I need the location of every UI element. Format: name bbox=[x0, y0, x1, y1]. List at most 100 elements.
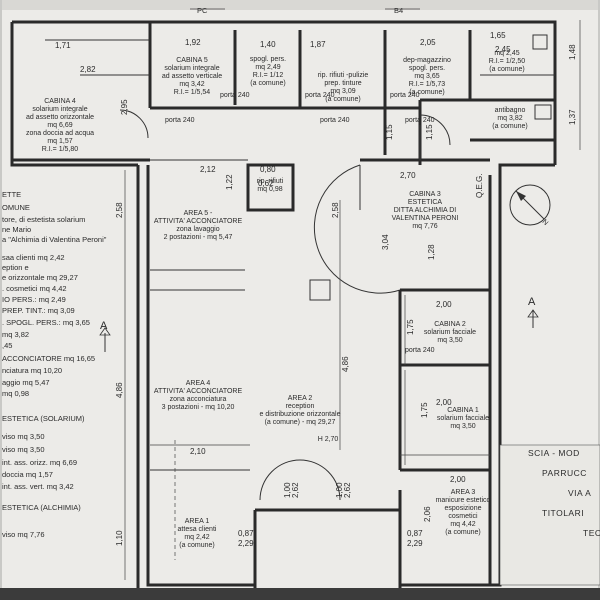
room-area3-line: mq 4,42 bbox=[450, 521, 475, 528]
room-area4: AREA 4 ATTIVITA' ACCONCIATORE zona accon… bbox=[154, 380, 243, 411]
room-wc-line: mq 2,45 bbox=[494, 50, 519, 57]
dimension-label: 1,00 bbox=[335, 482, 344, 498]
dimension-label: 1,65 bbox=[490, 31, 506, 40]
title-line: PARRUCC bbox=[542, 468, 587, 478]
section-mark-left-label: A bbox=[100, 320, 108, 332]
room-cabina1-line: CABINA 1 bbox=[447, 407, 479, 414]
dimension-label: 2,95 bbox=[120, 99, 129, 115]
legend-list: ETTE OMUNE tore, di estetista solarium n… bbox=[2, 190, 107, 539]
dimension-label: 2,62 bbox=[291, 482, 300, 498]
dimension-label: 2,29 bbox=[238, 539, 254, 548]
legend-line: . SPOGL. PERS.: mq 3,65 bbox=[2, 318, 90, 327]
dimension-label: 0,87 bbox=[407, 529, 423, 538]
room-riprifiuti-line: rip. rifiuti bbox=[257, 178, 284, 185]
room-area3-line: AREA 3 bbox=[451, 489, 476, 496]
room-rip: rip. rifiuti -pulizie prep. tinture mq 3… bbox=[318, 72, 369, 103]
dimension-label: 2,70 bbox=[400, 171, 416, 180]
door-tag: porta 240 bbox=[405, 117, 435, 124]
legend-line: saa clienti mq 2,42 bbox=[2, 253, 65, 262]
dimension-labels: 1,71 2,82 1,92 1,40 1,87 2,05 1,65 2,45 … bbox=[55, 31, 577, 548]
room-area5-line: zona lavaggio bbox=[176, 226, 219, 233]
legend-line: viso mq 3,50 bbox=[2, 432, 45, 441]
room-riprifiuti-line: mq 0,98 bbox=[257, 186, 282, 193]
room-area4-line: ATTIVITA' ACCONCIATORE bbox=[154, 388, 243, 395]
room-cabina3-line: CABINA 3 bbox=[409, 191, 441, 198]
room-dep-line: (a comune) bbox=[409, 89, 444, 96]
room-cabina5-line: ad assetto verticale bbox=[162, 73, 222, 80]
dimension-label: 1,48 bbox=[568, 44, 577, 60]
dimension-label: 2,00 bbox=[436, 398, 452, 407]
dimension-label: 2,10 bbox=[190, 447, 206, 456]
legend-line: mq 3,82 bbox=[2, 330, 29, 339]
room-area1-line: attesa clienti bbox=[178, 526, 217, 533]
room-cabina3-line: mq 7,76 bbox=[412, 223, 437, 230]
dimension-label: 1,10 bbox=[115, 530, 124, 546]
room-area2-line: e distribuzione orizzontale bbox=[260, 411, 341, 418]
dimension-label: 2,29 bbox=[407, 539, 423, 548]
top-label-right: B4 bbox=[394, 6, 403, 15]
room-antibagno-line: (a comune) bbox=[492, 123, 527, 130]
dimension-label: Q.E.G. bbox=[475, 174, 484, 198]
rip-rifiuti-box bbox=[246, 163, 295, 212]
wc-fixture bbox=[532, 34, 548, 50]
legend-line: tore, di estetista solarium bbox=[2, 215, 85, 224]
room-antibagno: antibagno mq 3,82 (a comune) bbox=[492, 107, 527, 130]
dimension-label: 2,06 bbox=[423, 506, 432, 522]
legend-line: int. ass. vert. mq 3,42 bbox=[2, 482, 74, 491]
room-cabina5: CABINA 5 solarium integrale ad assetto v… bbox=[162, 57, 222, 96]
room-area5-line: ATTIVITA' ACCONCIATORE bbox=[154, 218, 243, 225]
room-area1-line: AREA 1 bbox=[185, 518, 210, 525]
dimension-label: 0,87 bbox=[238, 529, 254, 538]
room-antibagno-line: mq 3,82 bbox=[497, 115, 522, 122]
middle-walls bbox=[150, 158, 490, 590]
dimension-label: 2,62 bbox=[343, 482, 352, 498]
door-tag: porta 240 bbox=[305, 92, 335, 99]
legend-line: doccia mq 1,57 bbox=[2, 470, 53, 479]
room-cabina5-line: R.I.= 1/5,54 bbox=[174, 89, 210, 96]
room-cabina1-line: mq 3,50 bbox=[450, 423, 475, 430]
legend-line: int. ass. orizz. mq 6,69 bbox=[2, 458, 77, 467]
room-rip-line: rip. rifiuti -pulizie bbox=[318, 72, 369, 79]
room-cabina4-line: CABINA 4 bbox=[44, 98, 76, 105]
room-cabina4-line: mq 6,69 bbox=[47, 122, 72, 129]
room-cabina3-line: VALENTINA PERONI bbox=[392, 215, 459, 222]
dimension-label: 2,05 bbox=[420, 38, 436, 47]
room-area4-line: 3 postazioni - mq 10,20 bbox=[162, 404, 235, 411]
legend-line: nciatura mq 10,20 bbox=[2, 366, 62, 375]
north-arrow-icon: N bbox=[509, 184, 551, 227]
room-area2-line: AREA 2 bbox=[288, 395, 313, 402]
room-area4-line: AREA 4 bbox=[186, 380, 211, 387]
dimension-label: 3,04 bbox=[381, 234, 390, 250]
title-block-text: SCIA - MOD PARRUCC VIA A TITOLARI TEC bbox=[528, 448, 600, 538]
dimension-label: 2,58 bbox=[331, 202, 340, 218]
dimension-label: 1,75 bbox=[420, 402, 429, 418]
room-spogl-line: R.I.= 1/12 bbox=[253, 72, 284, 79]
room-cabina2-line: CABINA 2 bbox=[434, 321, 466, 328]
dimension-label: 2,45 bbox=[495, 45, 511, 54]
room-cabina3-line: DITTA ALCHIMIA DI bbox=[394, 207, 457, 214]
section-mark-right-icon: A bbox=[527, 296, 539, 328]
room-area1-line: (a comune) bbox=[179, 542, 214, 549]
door-tags: porta 240 porta 240 porta 240 porta 240 … bbox=[165, 92, 435, 354]
room-cabina4-line: zona doccia ad acqua bbox=[26, 130, 94, 137]
room-area3-line: (a comune) bbox=[445, 529, 480, 536]
room-area5-line: 2 postazioni - mq 5,47 bbox=[164, 234, 233, 241]
legend-line: aggio mq 5,47 bbox=[2, 378, 50, 387]
legend-line: a "Alchimia di Valentina Peroni" bbox=[2, 235, 107, 244]
door-tag: porta 240 bbox=[320, 117, 350, 124]
dimension-label: 4,86 bbox=[341, 356, 350, 372]
room-antibagno-line: antibagno bbox=[495, 107, 526, 114]
dimension-label: 1,15 bbox=[425, 124, 434, 140]
room-area2-line: H 2,70 bbox=[318, 436, 339, 443]
room-area3-line: manicure estetico bbox=[436, 497, 491, 504]
dimension-label: 2,00 bbox=[450, 475, 466, 484]
dimension-label: 1,37 bbox=[568, 109, 577, 125]
bottom-strip bbox=[0, 588, 600, 600]
dimension-label: 1,75 bbox=[406, 319, 415, 335]
legend-line: eption e bbox=[2, 263, 29, 272]
dimension-label: 1,15 bbox=[385, 124, 394, 140]
room-cabina1: CABINA 1 solarium facciale mq 3,50 bbox=[437, 407, 489, 430]
legend-line: . cosmetici mq 4,42 bbox=[2, 284, 67, 293]
room-area3-line: cosmetici bbox=[448, 513, 478, 520]
legend-line: ESTETICA (SOLARIUM) bbox=[2, 414, 85, 423]
